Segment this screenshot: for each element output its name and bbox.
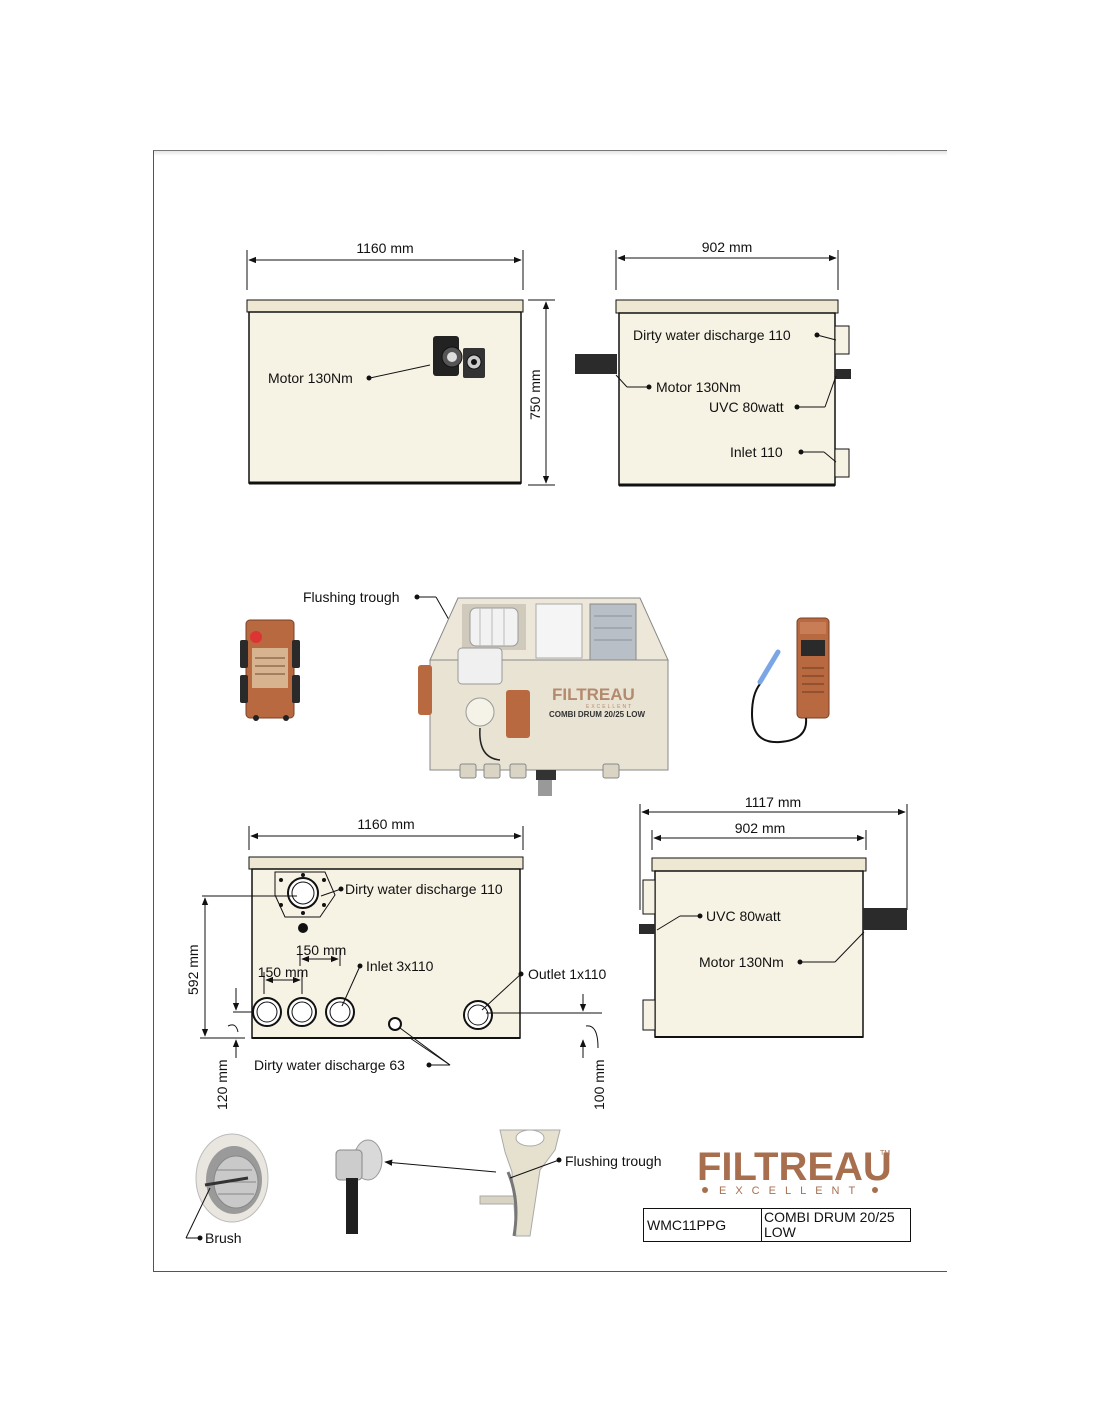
title-block-code: WMC11PPG — [644, 1209, 762, 1241]
side-bottom-uvc-label: UVC 80watt — [706, 908, 781, 924]
uvc-unit-photo — [750, 617, 830, 744]
front-bottom-inlet-label: Inlet 3x110 — [366, 958, 434, 974]
brush-icon — [204, 1176, 249, 1187]
front-top-width-dim: 1160 mm — [356, 240, 413, 256]
side-motor-icon — [863, 908, 907, 930]
side-bottom-overall-dim: 1117 mm — [745, 794, 801, 810]
front-bottom-dirty-water-63-label: Dirty water discharge 63 — [254, 1057, 405, 1073]
inlet-ports-icon — [252, 997, 355, 1027]
side-top-width-dim: 902 mm — [702, 239, 753, 255]
logo-trademark: TM — [880, 1150, 890, 1157]
photo-flushing-label: Flushing trough — [303, 589, 400, 605]
flushing-trough-detail: Flushing trough — [479, 1129, 662, 1237]
front-bottom-height-dim: 592 mm — [185, 944, 201, 995]
side-uvc-icon — [639, 924, 655, 934]
front-view-top: 1160 mm Motor 130Nm 750 mm — [246, 240, 555, 486]
uv-lamp-icon — [757, 649, 781, 685]
side-top-uvc-label: UVC 80watt — [709, 399, 784, 415]
front-bottom-spacing-lower: 150 mm — [258, 964, 309, 980]
side-top-inlet-label: Inlet 110 — [730, 444, 783, 460]
photo-model-text: COMBI DRUM 20/25 LOW — [549, 710, 645, 719]
side-inlet-pipe-icon — [642, 999, 656, 1031]
side-discharge-pipe-icon — [642, 879, 656, 915]
front-bottom-dirty-water-label: Dirty water discharge 110 — [345, 881, 503, 897]
front-bottom-width-dim: 1160 mm — [357, 816, 414, 832]
logo-tagline: EXCELLENT — [719, 1185, 864, 1197]
filter-tank-photo: Flushing trough FILTREAU EXCELLENT COMBI… — [303, 589, 669, 796]
valve-detail — [335, 1139, 497, 1234]
front-bottom-outlet-label: Outlet 1x110 — [528, 966, 607, 982]
side-bottom-motor-label: Motor 130Nm — [699, 954, 784, 970]
motor-icon — [433, 336, 485, 378]
front-view-bottom: 1160 mm Dirty water discharge 110 592 mm — [185, 816, 607, 1110]
brush-detail: Brush — [185, 1133, 269, 1246]
front-bottom-left-height-dim: 120 mm — [214, 1059, 230, 1110]
side-view-top: 902 mm Dirty water discharge 110 Motor 1… — [575, 239, 851, 487]
uvc-icon — [835, 369, 851, 379]
title-block: WMC11PPG COMBI DRUM 20/25 LOW — [643, 1208, 911, 1242]
photo-brand: FILTREAU — [552, 685, 635, 704]
frame-shadow — [153, 150, 947, 156]
power-indicator-icon — [250, 631, 262, 643]
front-top-motor-label: Motor 130Nm — [268, 370, 353, 386]
front-top-height-dim: 750 mm — [527, 369, 543, 420]
detail-brush-label: Brush — [205, 1230, 242, 1246]
drawing-frame — [153, 150, 947, 1272]
side-top-motor-label: Motor 130Nm — [656, 379, 741, 395]
motor-shaft-icon — [575, 354, 617, 374]
inlet-pipe-icon — [834, 448, 850, 478]
title-block-name: COMBI DRUM 20/25 LOW — [764, 1209, 895, 1240]
discharge-pipe-icon — [834, 325, 850, 355]
filtreau-logo: FILTREAU TM EXCELLENT — [697, 1145, 892, 1197]
side-bottom-width-dim: 902 mm — [735, 820, 786, 836]
side-top-dirty-water-label: Dirty water discharge 110 — [633, 327, 791, 343]
front-bottom-spacing-upper: 150 mm — [296, 942, 347, 958]
side-view-bottom: 1117 mm 902 mm UVC 80watt Motor 130Nm — [639, 794, 908, 1038]
discharge-63-port-icon — [388, 1017, 402, 1031]
detail-flushing-label: Flushing trough — [565, 1153, 662, 1169]
photo-brand-sub: EXCELLENT — [586, 704, 633, 710]
control-box-photo — [240, 619, 300, 721]
logo-brand: FILTREAU — [697, 1145, 892, 1189]
front-bottom-right-height-dim: 100 mm — [591, 1059, 607, 1110]
